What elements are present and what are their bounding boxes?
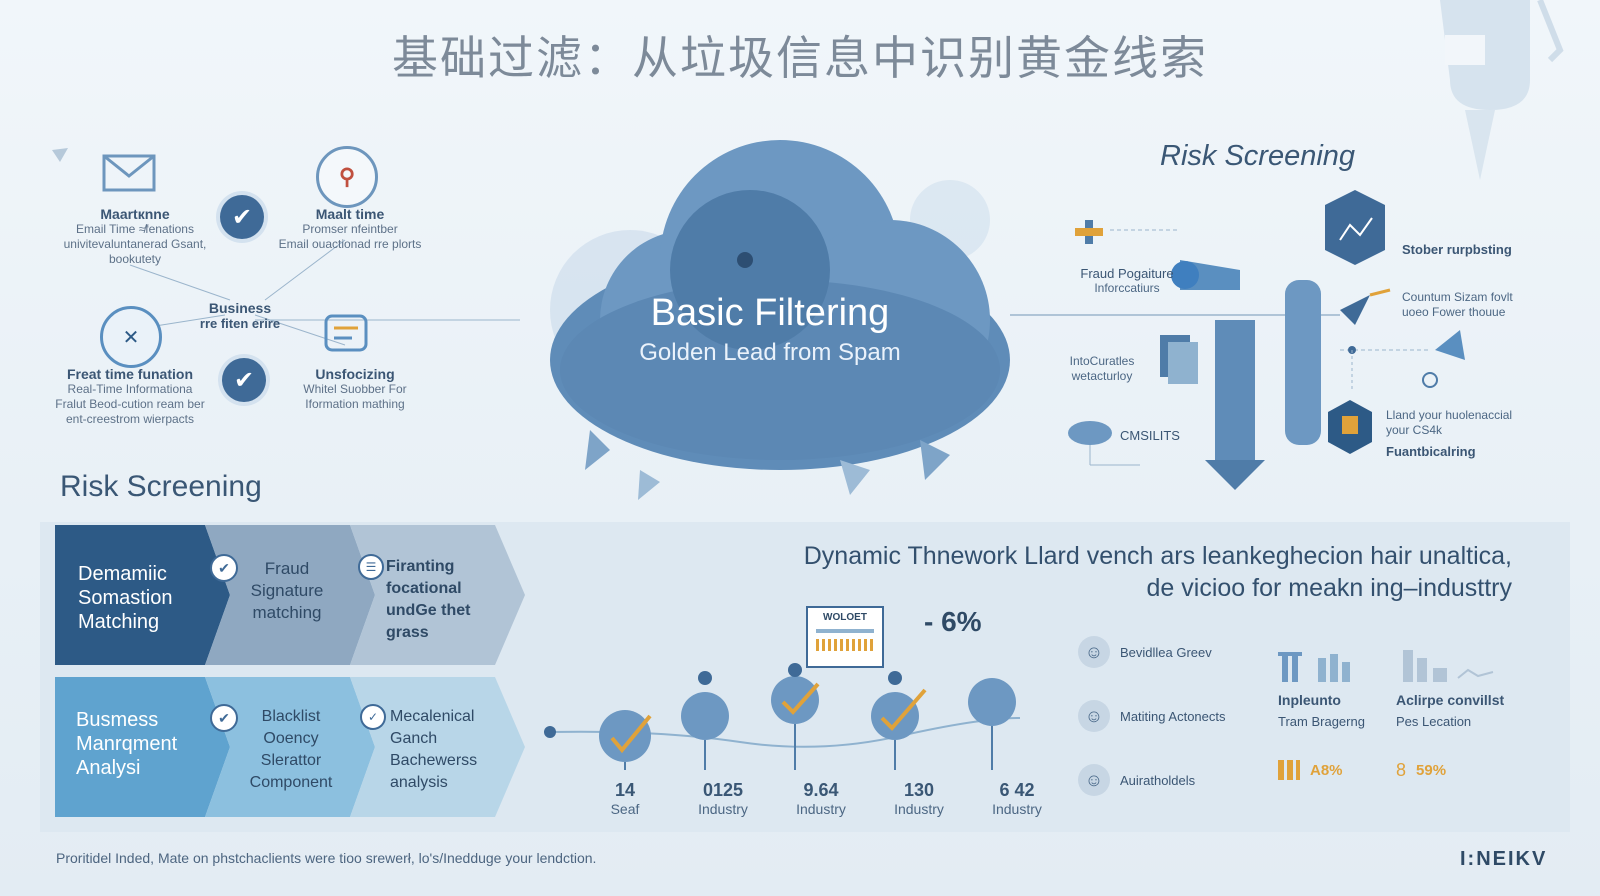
person-name: Bevidllea Greev [1120, 644, 1212, 660]
timeline-value: 130 [903, 780, 935, 800]
check-icon: ✔ [210, 554, 238, 582]
footer-text: Proritidel Inded, Mate on phstchaclients… [56, 850, 597, 866]
timeline-label: Industry [698, 801, 748, 817]
dynamic-heading: Dynamic Thnework Llard vench ars leankeg… [803, 542, 1512, 570]
stat-percent: A8% [1310, 761, 1343, 779]
stat-title: Aclirpe convillst [1396, 692, 1505, 708]
chevron-label: Busmess Manrqment Analysi [76, 709, 178, 779]
node-sub: Fralut Beod-cution ream ber [55, 397, 205, 411]
node-sub: Promser nfeintber [302, 222, 398, 236]
risk-screening-heading: Risk Screening [60, 470, 262, 503]
timeline-label: Industry [894, 801, 944, 817]
node-sub: Real-Time Informationa [67, 382, 193, 396]
node-sub: univitevaluntanerad Gsant, [63, 237, 207, 251]
check-icon: ✔ [222, 358, 266, 402]
document-icon [320, 312, 376, 360]
node-title: Business [208, 300, 272, 316]
mail-icon [100, 152, 158, 196]
cmsilits-label: CMSILITS [1120, 428, 1180, 443]
magnifier-icon: ⚲ [316, 146, 378, 208]
stober-label: Stober rurpbsting [1402, 242, 1512, 257]
timeline-label: Seaf [610, 801, 640, 817]
land-label: Lland your huolenaccial [1386, 408, 1513, 422]
list-item: ☺ Auiratholdels [1078, 764, 1226, 796]
node-sub: Whitel Suobber For [303, 382, 407, 396]
bar-chart-icon [1278, 760, 1300, 780]
check-icon: ✔ [220, 195, 264, 239]
node-title: Maalt time [315, 206, 385, 222]
list-icon: ☰ [358, 554, 384, 580]
page-title: 基础过滤：从垃圾信息中识别黄金线索 [392, 31, 1208, 85]
node-sub: bookutety [108, 252, 162, 266]
countum-label: Countum Sizam fovlt [1402, 290, 1513, 304]
node-sub: ent-creestrom wierpacts [65, 412, 195, 426]
countum-label-sub: uoeo Fower thouue [1402, 305, 1506, 319]
cloud-graphic [550, 140, 1010, 500]
land-label-sub: your CS4k [1386, 423, 1443, 437]
brand-logo: I:NEIKV [1460, 848, 1548, 870]
map-pin-icon [1440, 0, 1564, 180]
clock-icon: ✕ [100, 306, 162, 368]
chevron-label: Fraud Signature matching [250, 559, 324, 622]
person-name: Matiting Actonects [1120, 708, 1226, 724]
chevron-label: Mecalenical Ganch Bachewerss analysis [390, 708, 478, 791]
chevron-label: Firanting focational undGe thet grass [386, 558, 471, 641]
avatar: ☺ [1078, 636, 1110, 668]
timeline-value: 9.64 [803, 780, 839, 800]
list-item: ☺ Matiting Actonects [1078, 700, 1226, 732]
chevron-label: Blacklist Ooency Slerattor Component [249, 708, 333, 791]
gear-icon: ✓ [360, 704, 386, 730]
into-label: IntoCuratles [1069, 354, 1135, 368]
stat-sub: Pes Lecation [1396, 714, 1472, 729]
bar-icons [1278, 650, 1494, 682]
percent-callout: - 6% [924, 606, 982, 637]
people-list: ☺ Bevidllea Greev ☺ Matiting Actonects ☺ Au… [1078, 636, 1226, 796]
timeline-value: 14 [614, 780, 636, 800]
stat-title: Inpleunto [1278, 692, 1341, 708]
dynamic-heading-line2: de vicioo for meakn ing–industtry [1146, 574, 1512, 602]
timeline-value: 6 42 [999, 780, 1035, 800]
avatar: ☺ [1078, 764, 1110, 796]
stat-sub: Tram Bragerng [1278, 714, 1365, 729]
list-item: ☺ Bevidllea Greev [1078, 636, 1226, 668]
into-label-sub: wetacturloy [1071, 369, 1133, 383]
report-label: WOLOET [823, 612, 867, 623]
node-title: Maartкnne [100, 206, 170, 222]
chevron-label: Demamiic Somastion Matching [78, 563, 173, 633]
stat-percent: 59% [1416, 762, 1447, 779]
fraud-label-sub: Inforccatiurs [1094, 281, 1160, 295]
node-sub: Email Time ≉fenations [76, 222, 194, 236]
coin-icon: 8 [1396, 760, 1407, 780]
node-sub: Iformation mathing [305, 397, 405, 411]
report-icon: WOLOET [806, 606, 884, 668]
timeline-value: 0125 [702, 780, 744, 800]
check-icon: ✔ [210, 704, 238, 732]
person-name: Auiratholdels [1120, 772, 1196, 788]
cloud-sub-text: Golden Lead from Spam [639, 339, 901, 366]
fuant-label: Fuantbicalring [1386, 444, 1476, 459]
avatar: ☺ [1078, 700, 1110, 732]
timeline-graphic [544, 663, 1021, 770]
node-sub: rre fiten erire [199, 316, 281, 331]
node-title: Unsfocizing [315, 366, 395, 382]
timeline-label: Industry [796, 801, 846, 817]
cloud-main-text: Basic Filtering [650, 292, 890, 334]
timeline-label: Industry [992, 801, 1042, 817]
risk-screening-heading-right: Risk Screening [1160, 140, 1356, 172]
node-title: Freat time funation [66, 366, 193, 382]
chevron-flow [55, 525, 525, 817]
risk-flow-lines [1010, 190, 1465, 490]
fraud-label: Fraud Pogaiture [1080, 266, 1174, 281]
node-sub: Email ouactionad rre plorts [278, 237, 422, 251]
